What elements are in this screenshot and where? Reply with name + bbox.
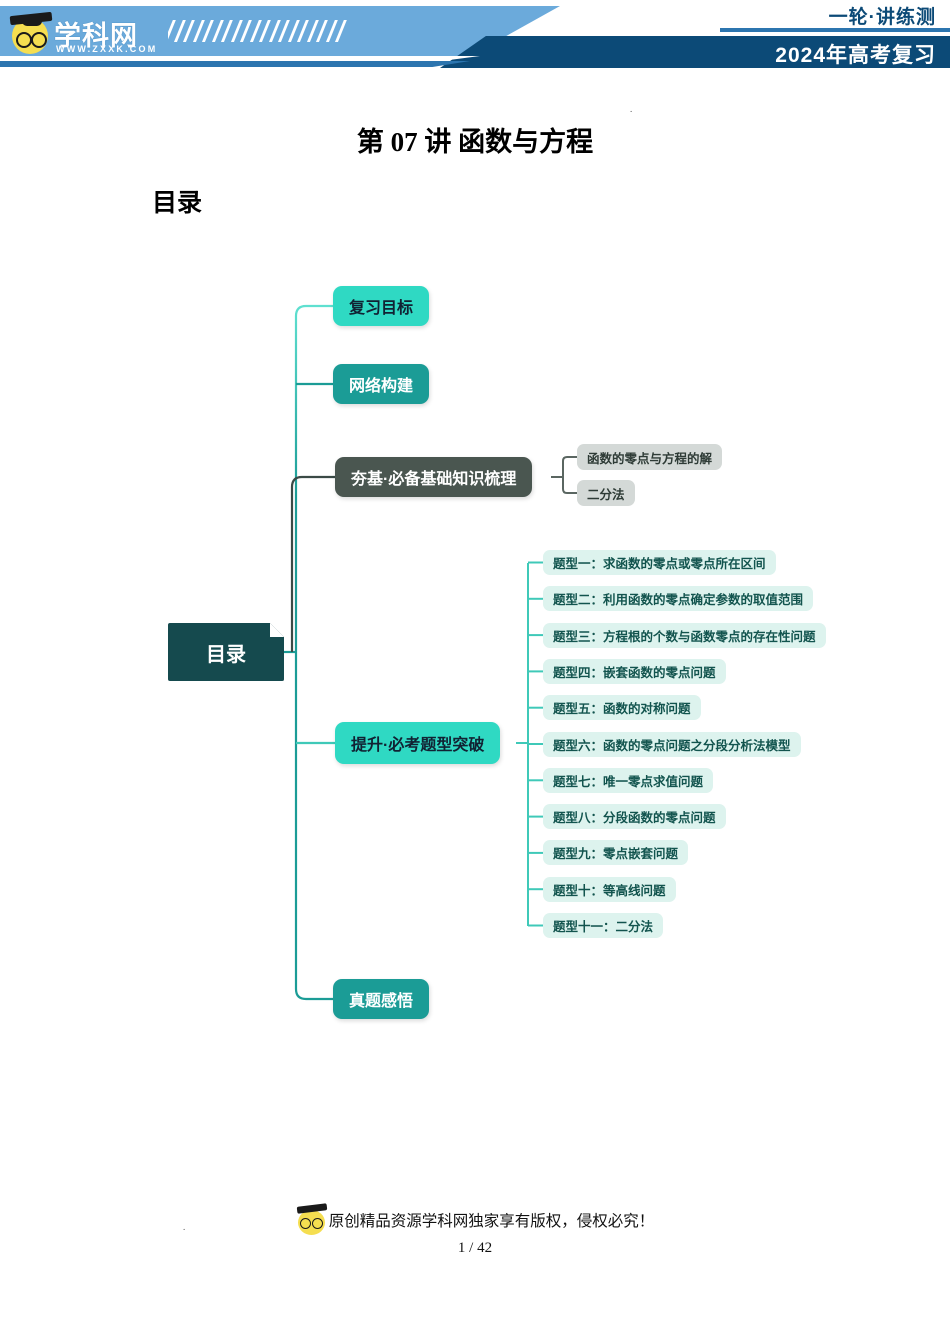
mindmap-node-review-goal[interactable]: 复习目标 bbox=[333, 286, 430, 326]
header-navy-band bbox=[440, 36, 950, 68]
node-label: 复习目标 bbox=[349, 300, 414, 317]
stray-mark-top: . bbox=[630, 104, 633, 114]
header-year-label: 2024年高考复习 bbox=[775, 44, 936, 67]
mindmap-question-type-10[interactable]: 题型十：等高线问题 bbox=[543, 876, 676, 902]
mindmap-node-improve[interactable]: 提升·必考题型突破 bbox=[335, 722, 501, 764]
toc-heading: 目录 bbox=[152, 190, 203, 217]
node-label: 题型二：利用函数的零点确定参数的取值范围 bbox=[553, 593, 804, 608]
logo-eye-left-icon bbox=[16, 32, 32, 48]
page-footer: 原创精品资源学科网独家享有版权，侵权必究！ bbox=[0, 1203, 950, 1240]
footer-copyright-text: 原创精品资源学科网独家享有版权，侵权必究！ bbox=[328, 1213, 655, 1230]
node-label: 题型九：零点嵌套问题 bbox=[553, 847, 679, 862]
mindmap-question-type-5[interactable]: 题型五：函数的对称问题 bbox=[543, 695, 701, 721]
node-label: 夯基·必备基础知识梳理 bbox=[351, 471, 517, 488]
header-series-label: 一轮·讲练测 bbox=[828, 7, 936, 28]
mindmap-node-network-build[interactable]: 网络构建 bbox=[333, 364, 430, 404]
node-label: 题型六：函数的零点问题之分段分析法模型 bbox=[553, 738, 791, 753]
footer-logo-face-icon bbox=[296, 1203, 328, 1235]
mindmap-question-type-8[interactable]: 题型八：分段函数的零点问题 bbox=[543, 804, 726, 830]
node-label: 二分法 bbox=[587, 487, 625, 502]
page-header: 学科网 WWW.ZXXK.COM 一轮·讲练测 2024年高考复习 bbox=[0, 0, 950, 78]
zxxk-logo: 学科网 WWW.ZXXK.COM bbox=[9, 10, 242, 58]
mindmap-question-type-9[interactable]: 题型九：零点嵌套问题 bbox=[543, 840, 689, 866]
mindmap-center-node[interactable]: 目录 bbox=[168, 623, 284, 681]
mindmap-node-real-exam[interactable]: 真题感悟 bbox=[333, 979, 430, 1019]
footer-copyright-line: 原创精品资源学科网独家享有版权，侵权必究！ bbox=[296, 1203, 655, 1235]
mindmap-subnode-bisection[interactable]: 二分法 bbox=[577, 480, 635, 506]
graduation-cap-crown-icon bbox=[22, 19, 42, 26]
mindmap-question-type-11[interactable]: 题型十一：二分法 bbox=[543, 913, 664, 938]
node-label: 网络构建 bbox=[349, 378, 414, 395]
node-label: 题型四：嵌套函数的零点问题 bbox=[553, 665, 716, 680]
node-label: 提升·必考题型突破 bbox=[351, 737, 485, 754]
node-label: 题型五：函数的对称问题 bbox=[553, 702, 691, 717]
mindmap-center-label: 目录 bbox=[206, 643, 246, 666]
stray-mark-bottom: . bbox=[183, 1222, 186, 1232]
header-blue-rule-left bbox=[0, 61, 470, 67]
node-label: 真题感悟 bbox=[349, 993, 414, 1010]
header-light-blue-band bbox=[0, 6, 560, 56]
mindmap-node-foundation[interactable]: 夯基·必备基础知识梳理 bbox=[335, 457, 533, 497]
mindmap-question-type-2[interactable]: 题型二：利用函数的零点确定参数的取值范围 bbox=[543, 586, 814, 612]
mindmap-question-type-7[interactable]: 题型七：唯一零点求值问题 bbox=[543, 767, 714, 793]
node-label: 题型一：求函数的零点或零点所在区间 bbox=[553, 557, 766, 571]
page-title: 第 07 讲 函数与方程 bbox=[356, 127, 594, 157]
mindmap-question-type-6[interactable]: 题型六：函数的零点问题之分段分析法模型 bbox=[543, 731, 801, 757]
page-number: 1 / 42 bbox=[457, 1240, 493, 1256]
mindmap-question-type-4[interactable]: 题型四：嵌套函数的零点问题 bbox=[543, 658, 726, 684]
mindmap-question-type-3[interactable]: 题型三：方程根的个数与函数零点的存在性问题 bbox=[543, 622, 826, 648]
node-label: 函数的零点与方程的解 bbox=[587, 451, 713, 466]
logo-brand-text: 学科网 bbox=[54, 21, 138, 51]
node-label: 题型三：方程根的个数与函数零点的存在性问题 bbox=[553, 629, 816, 644]
mindmap-question-type-1[interactable]: 题型一：求函数的零点或零点所在区间 bbox=[543, 550, 776, 575]
node-label: 题型十一：二分法 bbox=[553, 920, 654, 934]
header-blue-rule-right bbox=[720, 28, 950, 32]
header-hatch-decoration bbox=[168, 20, 348, 42]
node-label: 题型七：唯一零点求值问题 bbox=[553, 774, 704, 789]
logo-url-text: WWW.ZXXK.COM bbox=[56, 44, 158, 54]
logo-eye-right-icon bbox=[31, 32, 47, 48]
node-label: 题型八：分段函数的零点问题 bbox=[553, 811, 716, 826]
mindmap-subnode-zeros-and-roots[interactable]: 函数的零点与方程的解 bbox=[577, 444, 723, 470]
node-label: 题型十：等高线问题 bbox=[553, 883, 666, 898]
header-white-gap bbox=[0, 56, 480, 61]
